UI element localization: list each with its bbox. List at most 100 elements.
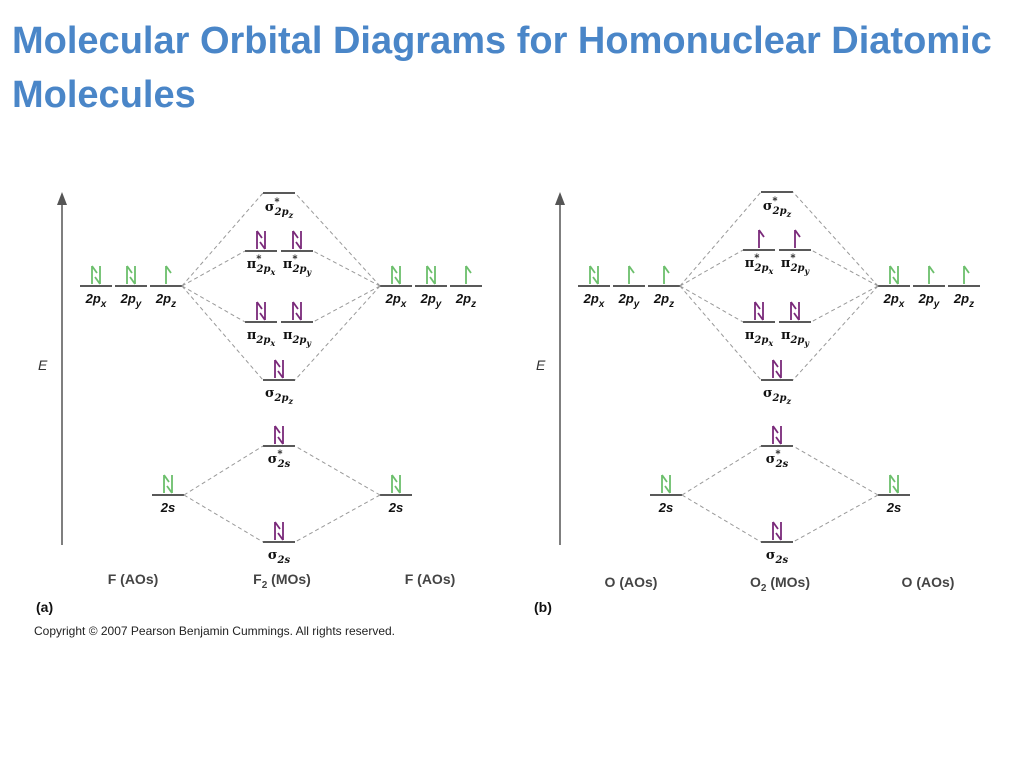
panel-label: (a) bbox=[36, 599, 53, 615]
correlation-line bbox=[294, 445, 381, 496]
electron-up-arrow bbox=[274, 359, 281, 378]
orbital-label: π*2py bbox=[283, 254, 313, 277]
correlation-line bbox=[681, 494, 762, 543]
electron-up-arrow bbox=[465, 265, 472, 284]
electron-up-arrow bbox=[754, 301, 761, 320]
correlation-line bbox=[183, 494, 264, 543]
electron-up-arrow bbox=[663, 265, 670, 284]
orbital-label: π2px bbox=[745, 328, 773, 348]
electron-down-arrow bbox=[394, 266, 401, 285]
page-title: Molecular Orbital Diagrams for Homonucle… bbox=[12, 20, 992, 116]
correlation-line bbox=[810, 249, 879, 287]
orbital-label: σ2pz bbox=[763, 386, 792, 406]
electron-up-arrow bbox=[628, 265, 635, 284]
electron-up-arrow bbox=[772, 521, 779, 540]
electron-up-arrow bbox=[256, 301, 263, 320]
electron-up-arrow bbox=[758, 229, 765, 248]
electron-up-arrow bbox=[391, 265, 398, 284]
electron-down-arrow bbox=[775, 360, 782, 379]
electron-up-arrow bbox=[165, 265, 172, 284]
correlation-line bbox=[681, 445, 762, 496]
correlation-line bbox=[679, 191, 762, 287]
correlation-line bbox=[181, 285, 246, 323]
orbital-label: 2pz bbox=[455, 291, 476, 310]
correlation-line bbox=[679, 249, 744, 287]
electron-up-arrow bbox=[163, 474, 170, 493]
electron-down-arrow bbox=[775, 426, 782, 445]
orbital-label: π*2px bbox=[247, 254, 276, 277]
electron-up-arrow bbox=[126, 265, 133, 284]
electron-up-arrow bbox=[292, 230, 299, 249]
orbital-label: 2py bbox=[120, 291, 142, 310]
orbital-label: 2py bbox=[420, 291, 442, 310]
energy-axis-arrowhead bbox=[57, 192, 67, 205]
orbital-label: 2s bbox=[160, 500, 175, 515]
correlation-line bbox=[183, 445, 264, 496]
correlation-line bbox=[792, 494, 879, 543]
orbital-label: π*2py bbox=[781, 253, 811, 276]
atom-label-left: O (AOs) bbox=[605, 574, 658, 590]
molecule-label: O2 (MOs) bbox=[750, 574, 810, 594]
electron-down-arrow bbox=[592, 266, 599, 285]
electron-up-arrow bbox=[889, 265, 896, 284]
orbital-label: 2px bbox=[85, 291, 107, 310]
correlation-line bbox=[312, 250, 381, 287]
orbital-label: 2py bbox=[918, 291, 940, 310]
electron-down-arrow bbox=[892, 266, 899, 285]
electron-down-arrow bbox=[259, 231, 266, 250]
copyright-notice: Copyright © 2007 Pearson Benjamin Cummin… bbox=[34, 624, 396, 638]
electron-up-arrow bbox=[772, 359, 779, 378]
electron-up-arrow bbox=[589, 265, 596, 284]
orbital-label: π2py bbox=[781, 328, 810, 348]
electron-down-arrow bbox=[664, 475, 671, 494]
electron-down-arrow bbox=[277, 426, 284, 445]
orbital-label: 2s bbox=[886, 500, 901, 515]
orbital-label: σ*2s bbox=[268, 449, 291, 470]
orbital-label: σ2pz bbox=[265, 386, 294, 406]
orbital-label: 2px bbox=[883, 291, 905, 310]
orbital-label: 2s bbox=[658, 500, 673, 515]
electron-down-arrow bbox=[295, 302, 302, 321]
correlation-line bbox=[792, 445, 879, 496]
correlation-line bbox=[312, 285, 381, 323]
orbital-label: σ*2pz bbox=[265, 197, 294, 220]
orbital-label: 2px bbox=[385, 291, 407, 310]
correlation-line bbox=[181, 192, 264, 287]
electron-up-arrow bbox=[928, 265, 935, 284]
correlation-line bbox=[792, 191, 879, 287]
orbital-label: π2px bbox=[247, 328, 275, 348]
orbital-label: 2pz bbox=[653, 291, 674, 310]
electron-up-arrow bbox=[790, 301, 797, 320]
energy-axis-label: E bbox=[536, 357, 546, 373]
electron-up-arrow bbox=[794, 229, 801, 248]
molecule-label: F2 (MOs) bbox=[253, 571, 311, 591]
electron-up-arrow bbox=[661, 474, 668, 493]
correlation-line bbox=[792, 285, 879, 381]
correlation-line bbox=[679, 285, 744, 323]
energy-axis-arrowhead bbox=[555, 192, 565, 205]
electron-up-arrow bbox=[391, 474, 398, 493]
orbital-label: σ2s bbox=[268, 548, 291, 566]
orbital-label: σ2s bbox=[766, 548, 789, 566]
electron-down-arrow bbox=[295, 231, 302, 250]
orbital-label: σ*2pz bbox=[763, 196, 792, 219]
orbital-label: 2px bbox=[583, 291, 605, 310]
electron-down-arrow bbox=[166, 475, 173, 494]
correlation-line bbox=[294, 285, 381, 381]
correlation-line bbox=[810, 285, 879, 323]
electron-down-arrow bbox=[259, 302, 266, 321]
atom-label-left: F (AOs) bbox=[108, 571, 159, 587]
electron-up-arrow bbox=[772, 425, 779, 444]
electron-down-arrow bbox=[892, 475, 899, 494]
orbital-label: 2pz bbox=[155, 291, 176, 310]
orbital-label: 2py bbox=[618, 291, 640, 310]
electron-down-arrow bbox=[129, 266, 136, 285]
electron-down-arrow bbox=[277, 522, 284, 541]
atom-label-right: O (AOs) bbox=[902, 574, 955, 590]
panel-label: (b) bbox=[534, 599, 552, 615]
electron-up-arrow bbox=[889, 474, 896, 493]
correlation-line bbox=[181, 250, 246, 287]
electron-down-arrow bbox=[394, 475, 401, 494]
electron-down-arrow bbox=[775, 522, 782, 541]
electron-down-arrow bbox=[793, 302, 800, 321]
